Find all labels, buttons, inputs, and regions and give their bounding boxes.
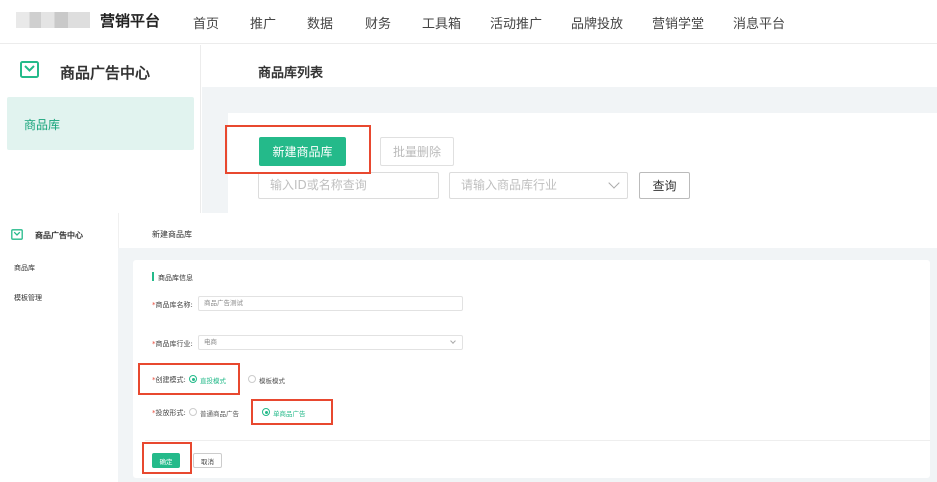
page-header: 新建商品库 xyxy=(118,213,937,248)
sidebar-header: 商品广告中心 xyxy=(0,45,201,95)
sidebar-title: 商品广告中心 xyxy=(60,64,151,82)
form-card xyxy=(133,260,930,478)
radio-template-mode[interactable] xyxy=(248,375,256,383)
industry-label: *商品库行业: xyxy=(152,340,193,348)
brand-title: 营销平台 xyxy=(100,12,161,30)
page-header: 商品库列表 xyxy=(202,45,937,87)
sidebar-item-template-management[interactable]: 模板管理 xyxy=(14,294,42,302)
radio-single-product-ad[interactable] xyxy=(262,408,270,416)
query-button[interactable]: 查询 xyxy=(639,172,690,199)
nav-item-brand-ads[interactable]: 品牌投放 xyxy=(571,17,624,32)
page-title: 商品库列表 xyxy=(258,66,324,81)
batch-delete-button[interactable]: 批量删除 xyxy=(380,137,454,166)
section-title: 商品库信息 xyxy=(158,274,193,282)
industry-select[interactable]: 请输入商品库行业 xyxy=(449,172,628,199)
bag-icon xyxy=(11,229,23,240)
industry-select-placeholder: 请输入商品库行业 xyxy=(461,178,558,192)
chevron-down-icon xyxy=(608,177,620,189)
required-mark: * xyxy=(152,301,156,309)
page-title: 新建商品库 xyxy=(152,230,192,239)
radio-direct-mode[interactable] xyxy=(189,375,197,383)
sidebar: 商品广告中心 商品库 xyxy=(0,45,201,213)
search-input[interactable]: 输入ID或名称查询 xyxy=(258,172,439,199)
nav-item-finance[interactable]: 财务 xyxy=(365,17,392,32)
nav-item-campaign[interactable]: 活动推广 xyxy=(490,17,543,32)
section-marker xyxy=(152,272,154,281)
required-mark: * xyxy=(152,409,156,417)
sidebar-title: 商品广告中心 xyxy=(35,231,83,240)
cancel-button[interactable]: 取消 xyxy=(193,453,222,468)
nav-item-data[interactable]: 数据 xyxy=(307,17,334,32)
radio-normal-product-ad[interactable] xyxy=(189,408,197,416)
required-mark: * xyxy=(152,376,156,384)
sidebar-item-product-library[interactable]: 商品库 xyxy=(7,97,194,150)
chevron-down-icon xyxy=(450,338,456,344)
sidebar-item-product-library[interactable]: 商品库 xyxy=(14,264,35,272)
industry-select[interactable]: 电商 xyxy=(198,335,463,350)
radio-single-product-ad-label[interactable]: 单商品广告 xyxy=(273,410,306,418)
blurred-logo xyxy=(16,12,90,28)
bag-icon xyxy=(20,61,39,78)
form-divider xyxy=(145,440,930,441)
required-mark: * xyxy=(152,340,156,348)
nav-item-promotion[interactable]: 推广 xyxy=(250,17,277,32)
nav-item-academy[interactable]: 营销学堂 xyxy=(652,17,705,32)
nav-item-toolbox[interactable]: 工具箱 xyxy=(422,17,462,32)
delivery-label: *投放形式: xyxy=(152,409,186,417)
sidebar-item-label: 商品库 xyxy=(24,118,61,132)
name-label: *商品库名称: xyxy=(152,301,193,309)
confirm-button[interactable]: 确定 xyxy=(152,453,180,468)
radio-direct-mode-label[interactable]: 直投模式 xyxy=(200,377,226,385)
create-mode-label: *创建模式: xyxy=(152,376,186,384)
radio-normal-product-ad-label[interactable]: 普通商品广告 xyxy=(200,410,239,418)
new-product-library-screen: 商品广告中心 商品库 模板管理 新建商品库 商品库信息 *商品库名称: 商品广告… xyxy=(0,213,937,482)
product-library-list-screen: 营销平台 首页 推广 数据 财务 工具箱 活动推广 品牌投放 营销学堂 消息平台… xyxy=(0,0,937,213)
nav-item-messages[interactable]: 消息平台 xyxy=(733,17,786,32)
name-input[interactable]: 商品广告测试 xyxy=(198,296,463,311)
top-navigation-bar: 营销平台 首页 推广 数据 财务 工具箱 活动推广 品牌投放 营销学堂 消息平台 xyxy=(0,0,937,44)
nav-item-home[interactable]: 首页 xyxy=(193,17,220,32)
industry-select-value: 电商 xyxy=(204,338,217,346)
new-product-library-button[interactable]: 新建商品库 xyxy=(259,137,346,166)
radio-template-mode-label[interactable]: 模板模式 xyxy=(259,377,285,385)
